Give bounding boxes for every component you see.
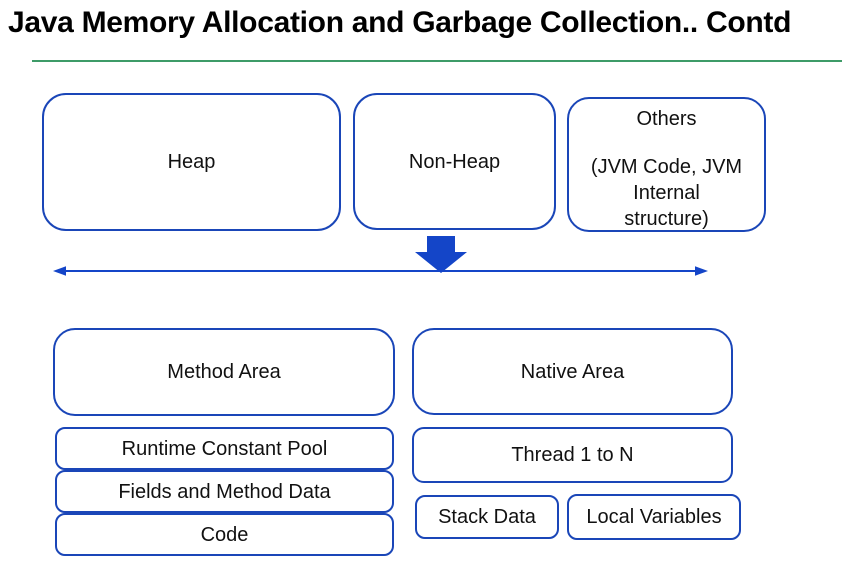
local-variables-label: Local Variables: [586, 506, 722, 528]
non-heap-label: Non-Heap: [408, 150, 501, 173]
box-code: Code: [55, 513, 394, 556]
others-title: Others: [636, 108, 697, 130]
fields-and-method-data-label: Fields and Method Data: [118, 480, 331, 503]
down-arrow-icon: [415, 236, 467, 273]
box-others: Others (JVM Code, JVM Internal structure…: [567, 97, 766, 232]
box-fields-and-method-data: Fields and Method Data: [55, 470, 394, 513]
box-local-variables: Local Variables: [567, 494, 741, 540]
box-heap: Heap: [42, 93, 341, 231]
double-headed-arrow: [53, 266, 708, 276]
page-title: Java Memory Allocation and Garbage Colle…: [8, 6, 792, 39]
box-thread-1-to-n: Thread 1 to N: [412, 427, 733, 483]
box-stack-data: Stack Data: [415, 495, 559, 539]
box-runtime-constant-pool: Runtime Constant Pool: [55, 427, 394, 470]
thread-label: Thread 1 to N: [511, 444, 634, 466]
box-native-area: Native Area: [412, 328, 733, 415]
method-area-label: Method Area: [167, 361, 281, 383]
code-label: Code: [200, 523, 249, 546]
runtime-constant-pool-label: Runtime Constant Pool: [121, 437, 328, 460]
box-method-area: Method Area: [53, 328, 395, 416]
native-area-label: Native Area: [520, 360, 625, 383]
box-non-heap: Non-Heap: [353, 93, 556, 230]
others-subtitle: (JVM Code, JVM Internal structure): [590, 156, 743, 230]
heap-label: Heap: [167, 151, 216, 173]
title-divider: [32, 60, 842, 62]
stack-data-label: Stack Data: [438, 506, 536, 528]
